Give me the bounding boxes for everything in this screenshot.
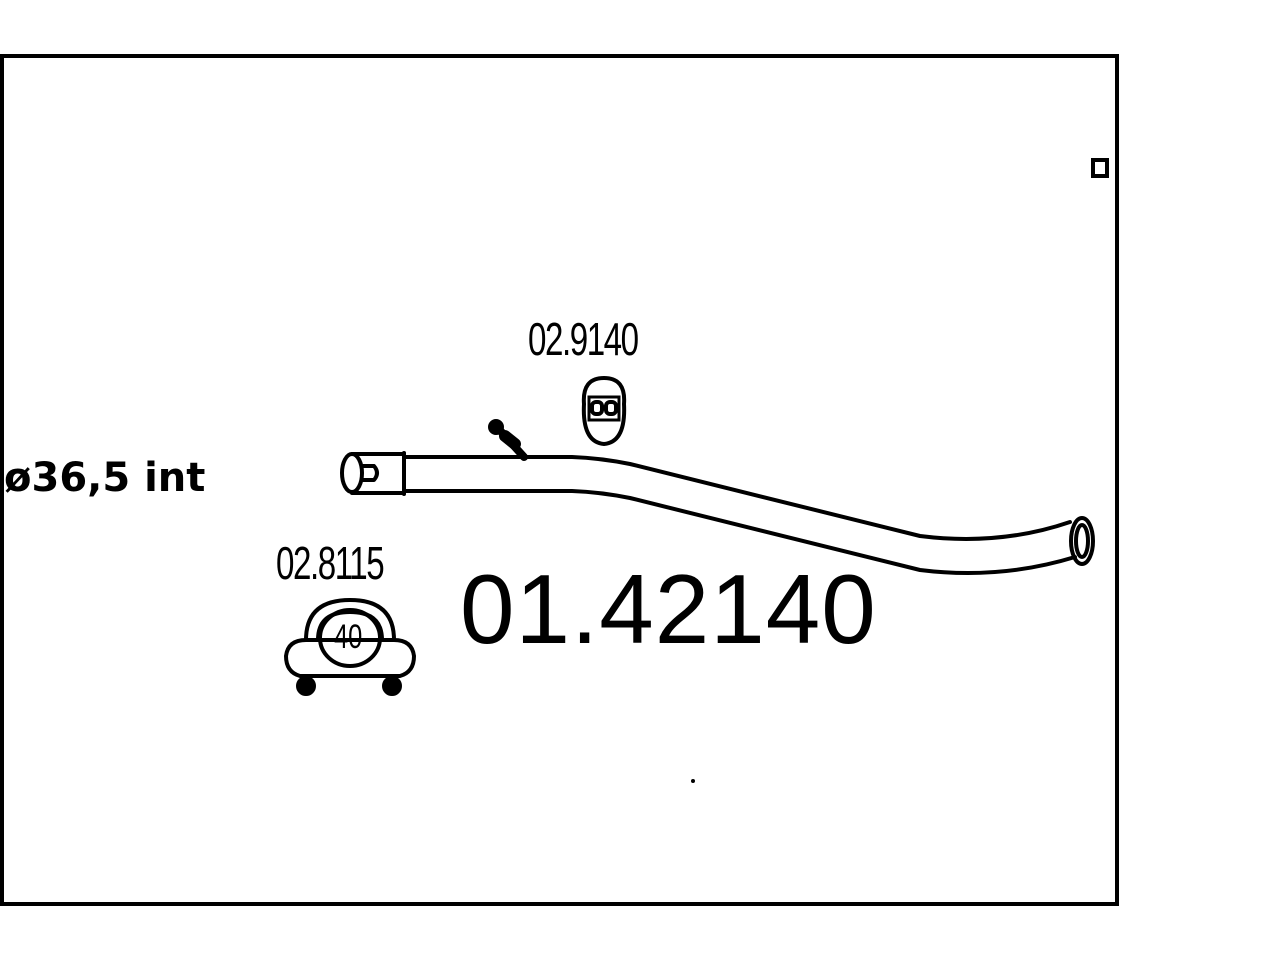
clamp-part-number: 02.8115	[276, 537, 385, 589]
inlet-diameter-label: ø36,5 int	[4, 455, 206, 501]
frame-marker-icon	[1091, 158, 1109, 178]
hanger-part-number: 02.9140	[528, 313, 639, 365]
drawing-frame	[0, 54, 1119, 906]
rubber-hanger-icon	[581, 375, 627, 447]
exhaust-pipe-icon	[340, 419, 1095, 576]
main-part-number: 01.42140	[460, 554, 877, 664]
stray-dot	[691, 779, 695, 783]
u-clamp-icon	[284, 598, 416, 696]
clamp-size-label: 40	[334, 618, 363, 656]
